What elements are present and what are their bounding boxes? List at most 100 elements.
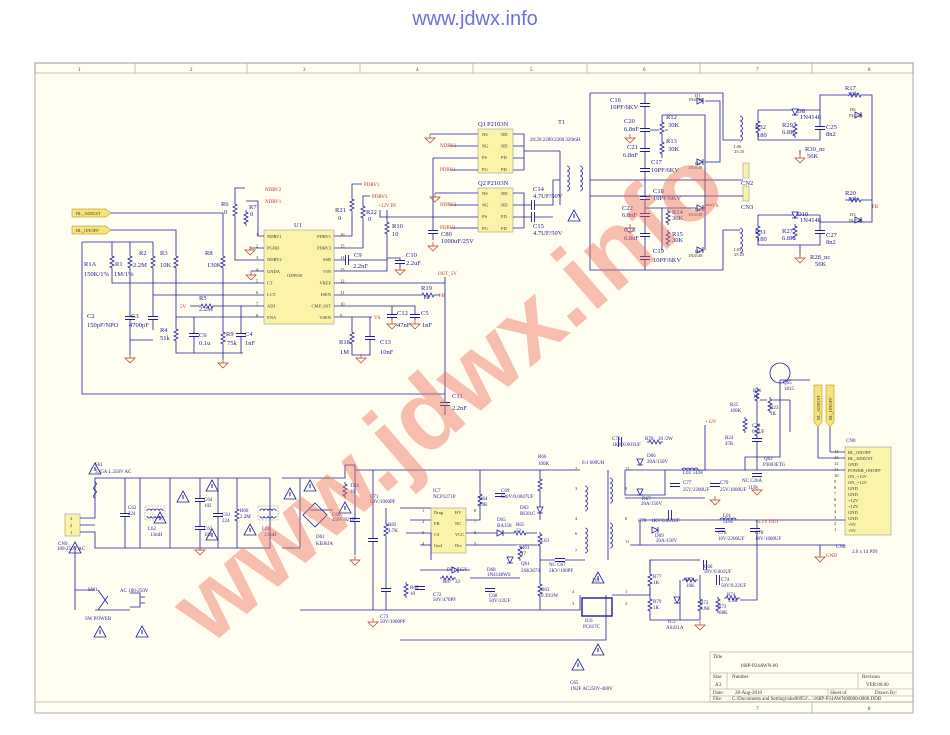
- part-ref-d1: D1: [695, 93, 701, 98]
- part-ref-r30: R30_nc: [805, 146, 825, 153]
- resistor-icon: [537, 532, 543, 548]
- part-value-r5: 2.2M: [199, 306, 213, 313]
- capacitor-icon: [213, 513, 223, 517]
- part-value-r24: 47K: [725, 442, 734, 447]
- coil: [584, 527, 588, 554]
- capacitor-icon: [640, 213, 650, 217]
- part-value-r19: 1k: [423, 294, 430, 301]
- ic6-optocoupler: [581, 597, 613, 617]
- part-value-c63: 102: [204, 533, 212, 538]
- part-value-r30: 56K: [807, 153, 819, 160]
- part-value-r10: 10: [392, 231, 399, 238]
- part-ref-l02: L02: [683, 471, 692, 476]
- ground-icon: [624, 224, 636, 234]
- diode-shape: [791, 211, 799, 219]
- cap-gap: [381, 588, 391, 592]
- diode-icon: [854, 216, 862, 224]
- resistor-zigzag: [383, 522, 389, 538]
- part-ref-r32: R32: [755, 124, 766, 131]
- ic7-pin-number: 6: [474, 530, 477, 535]
- t61-pin-number: 8: [625, 516, 628, 521]
- diode-icon: [451, 566, 459, 574]
- part-value-c12: 47nF: [397, 322, 411, 329]
- cn8-pin-number: 11: [834, 467, 838, 472]
- part-ref-c17: C17: [651, 159, 663, 166]
- ground-shape: [245, 271, 257, 281]
- diode-icon: [791, 211, 799, 219]
- part-ref-r72: R72: [700, 601, 709, 606]
- resistor-icon: [349, 330, 355, 346]
- part-ref-r63: R63: [541, 588, 550, 593]
- warning-triangle-icon: [205, 528, 219, 541]
- ic6-pin-number: 2: [625, 601, 627, 606]
- sheet-border: [34, 62, 914, 714]
- triangle: [135, 625, 149, 638]
- part-value-r79: 1K: [653, 606, 660, 611]
- cap-gap: [715, 528, 725, 532]
- polarized-capacitor-icon: [485, 588, 495, 592]
- ground-shape: [709, 496, 721, 506]
- net-label-pdrv3: PDRV3: [372, 195, 388, 200]
- resistor-icon: [109, 254, 115, 270]
- diode-shape: [854, 111, 862, 119]
- part-ref-c71: C71: [370, 495, 379, 500]
- warning-triangle-icon: [591, 571, 605, 584]
- cap-gap: [618, 437, 622, 447]
- resistor-icon: [403, 582, 409, 598]
- column-number: 4: [416, 68, 419, 73]
- diode-icon: [636, 458, 644, 466]
- resistor-zigzag: [754, 422, 760, 438]
- column-number: 7: [756, 707, 759, 712]
- part-value-r65: 22: [516, 529, 522, 534]
- diode-shape: [696, 204, 704, 212]
- cap-gap: [752, 438, 762, 442]
- cn8-pin-name: +5V: [848, 528, 857, 533]
- part-value-l06: 25:25: [734, 149, 745, 154]
- capacitor-icon: [640, 233, 650, 237]
- transformer-coil-icon: [584, 485, 588, 512]
- part-value-d65: BA158: [497, 524, 512, 529]
- part-value-c26a: 1UF: [748, 486, 757, 491]
- net-label-5v1-out: +5.1V OUT: [755, 520, 779, 525]
- mosfet-pin-name: PS: [482, 214, 488, 219]
- ground-shape: [694, 621, 706, 631]
- part-ref-c18: C18: [653, 188, 664, 195]
- part-value-d8: 1N4148: [800, 114, 821, 121]
- part-value-d67: 20A/150V: [641, 502, 663, 507]
- cap-plates: [815, 230, 825, 234]
- part-ref-d67: D67: [642, 497, 651, 502]
- column-number: 3: [303, 68, 306, 73]
- ic7-pin-number: 3: [422, 530, 425, 535]
- cap-gap: [195, 526, 205, 530]
- resistor-icon: [659, 120, 665, 136]
- choke-box: [144, 505, 166, 521]
- u1-pin-name: VSEN: [319, 315, 332, 320]
- part-ref-c69: C69: [501, 489, 510, 494]
- cap-gap: [350, 518, 360, 522]
- part-ref-r21: R21: [335, 207, 346, 214]
- resistor-icon: [682, 577, 698, 583]
- ground-shape: [217, 359, 229, 369]
- part-value-c14: 4.7UF/50V: [533, 193, 563, 200]
- ground-shape: [409, 320, 421, 330]
- part-ref-r65: R65: [516, 523, 525, 528]
- coil: [739, 227, 743, 254]
- diode-shape: [496, 529, 504, 537]
- u1-part: OZ9930: [287, 273, 303, 278]
- part-value-c72: 50V/470PF: [433, 598, 456, 603]
- q65-transistor-icon: [769, 362, 791, 384]
- part-value-r74: 3.9K: [728, 599, 738, 604]
- ic6-pin-number: 4: [572, 589, 575, 594]
- tb-revision-label: Revision: [862, 675, 880, 680]
- cap-plates: [670, 483, 680, 487]
- part-ref-c14: C14: [533, 186, 545, 193]
- ground-icon: [245, 271, 257, 281]
- part-ref-l06: L06: [734, 144, 742, 149]
- part-value-c21: 6.8nF: [623, 152, 638, 159]
- cap-plates: [531, 212, 535, 222]
- part-ref-l01: L01: [723, 514, 732, 519]
- diode-icon: [496, 529, 504, 537]
- part-value-c6: 0.1u: [199, 340, 211, 347]
- u1-pin-name: ISEN: [321, 292, 332, 297]
- part-value-c4: 1nF: [245, 340, 256, 347]
